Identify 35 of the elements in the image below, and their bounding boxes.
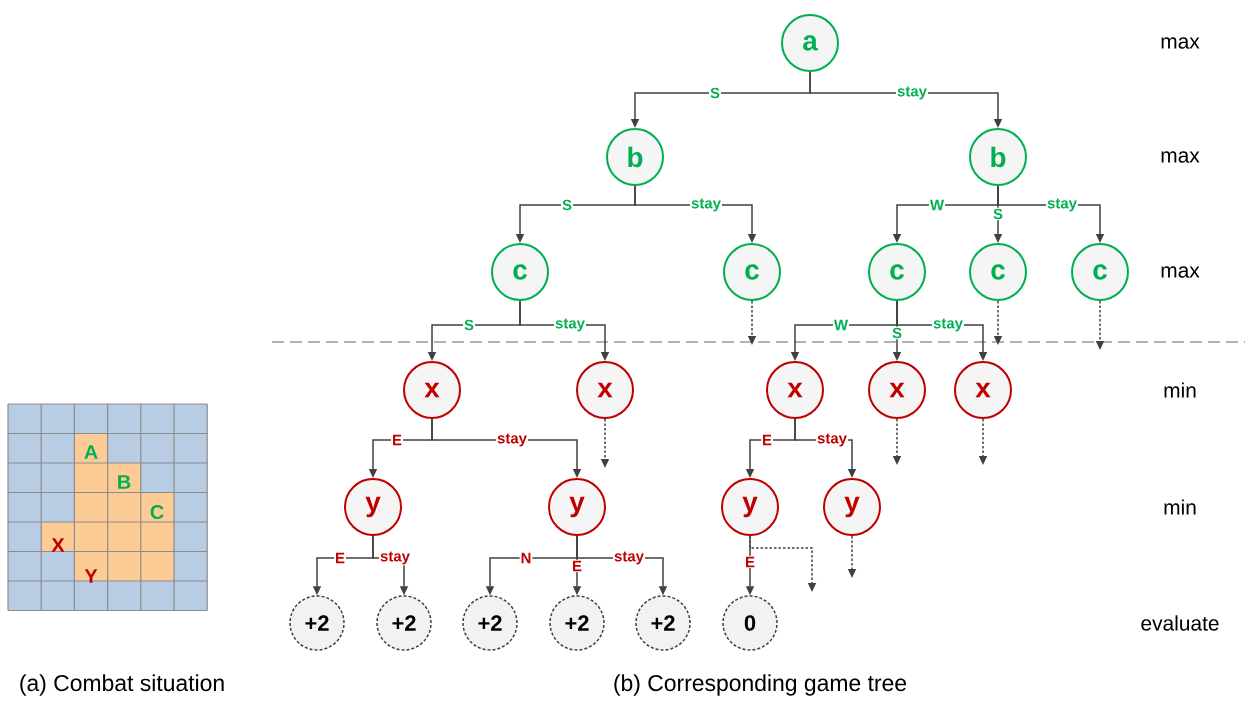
edge-label: stay — [496, 432, 528, 448]
edge-label: stay — [896, 85, 928, 101]
edge-label: stay — [816, 432, 848, 448]
unit-letter: X — [51, 538, 65, 552]
edge-label: stay — [613, 550, 645, 566]
level-label: max — [1161, 37, 1200, 49]
edge-label: W — [832, 318, 850, 332]
edge-label: E — [334, 551, 346, 565]
edge-label: S — [463, 318, 475, 332]
edge-label: stay — [554, 317, 586, 333]
level-label: min — [1164, 499, 1196, 515]
edge-label: S — [992, 207, 1004, 221]
edge-label: stay — [690, 197, 722, 213]
edge-label: E — [761, 433, 773, 447]
level-label: max — [1161, 266, 1200, 278]
edge-label: W — [928, 198, 946, 212]
unit-letter: C — [150, 504, 164, 520]
edge-label: stay — [1046, 197, 1078, 213]
subfigure-caption: (a) Combat situation — [20, 674, 224, 696]
edge-label: E — [744, 555, 756, 569]
edge-label: E — [571, 559, 583, 573]
edge-label: N — [519, 551, 533, 565]
unit-letter: Y — [84, 569, 98, 583]
edge-label: S — [709, 86, 721, 100]
edge-label: S — [891, 326, 903, 340]
level-label: evaluate — [1141, 615, 1219, 631]
edge-label: stay — [379, 550, 411, 566]
unit-letter: A — [84, 445, 98, 459]
edge-label: E — [391, 433, 403, 447]
edge-label: stay — [932, 317, 964, 333]
unit-letter: B — [118, 475, 131, 489]
level-label: min — [1164, 382, 1196, 398]
subfigure-caption: (b) Corresponding game tree — [614, 674, 907, 696]
level-label: max — [1161, 151, 1200, 163]
edge-label: S — [561, 198, 573, 212]
